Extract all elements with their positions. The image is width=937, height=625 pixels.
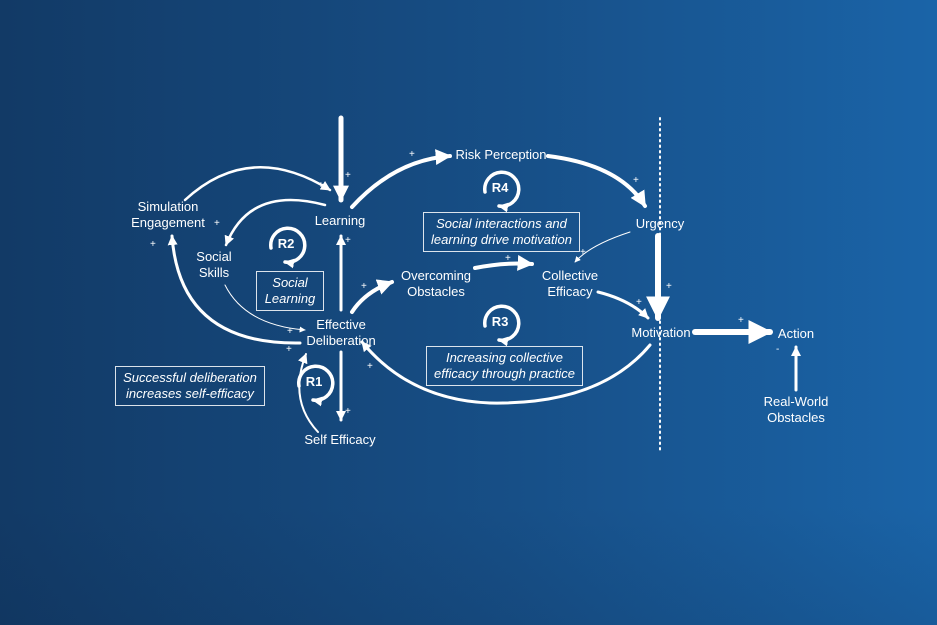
polarity-social-skills: + xyxy=(214,218,220,229)
arrow-social-skills-deliberation xyxy=(224,284,306,333)
loop-r1-icon xyxy=(297,364,335,407)
polarity-learning-risk: + xyxy=(409,149,415,160)
note-collective-practice: Increasing collective efficacy through p… xyxy=(426,346,583,386)
polarity-urgency-collective: + xyxy=(580,247,586,258)
loop-r3-icon xyxy=(483,304,521,347)
node-risk-perception: Risk Perception xyxy=(455,147,547,162)
loop-label-r3: R3 xyxy=(491,314,509,329)
note-social-interactions: Social interactions and learning drive m… xyxy=(423,212,580,252)
polarity-risk-urgency: + xyxy=(633,175,639,186)
node-action: Action xyxy=(777,326,815,341)
polarity-sim-learning: + xyxy=(318,180,324,191)
node-motivation: Motivation xyxy=(631,325,691,340)
node-learning: Learning xyxy=(314,213,366,228)
arrow-collective-motivation xyxy=(596,290,650,320)
node-overcoming-obstacles: Overcoming Obstacles xyxy=(400,268,472,299)
arrow-obstacles-collective xyxy=(473,254,534,271)
loop-r2-icon xyxy=(269,226,307,269)
loop-label-r1: R1 xyxy=(305,374,323,389)
node-effective-deliberation: Effective Deliberation xyxy=(306,317,376,348)
arrow-deliberation-obstacles xyxy=(350,279,394,314)
polarity-obstacles-collective: + xyxy=(505,253,511,264)
polarity-urgency-motivation: + xyxy=(666,281,672,292)
loop-r4-icon xyxy=(483,170,521,213)
arrow-deliberation-simulation xyxy=(167,234,302,345)
arrow-self-efficacy-deliberation xyxy=(298,353,319,433)
node-urgency: Urgency xyxy=(635,216,685,231)
node-self-efficacy: Self Efficacy xyxy=(304,432,376,447)
loop-label-r4: R4 xyxy=(491,180,509,195)
polarity-action-plus: + xyxy=(738,315,744,326)
arrow-learning-risk xyxy=(350,149,452,209)
note-successful-deliberation: Successful deliberation increases self-e… xyxy=(115,366,265,406)
polarity-collective-motivation: + xyxy=(636,297,642,308)
arrow-risk-urgency xyxy=(546,154,647,208)
polarity-simulation: + xyxy=(150,239,156,250)
node-collective-efficacy: Collective Efficacy xyxy=(541,268,599,299)
polarity-self-deliberation: + xyxy=(286,344,292,355)
polarity-self-efficacy: + xyxy=(345,406,351,417)
polarity-action-minus: - xyxy=(776,344,780,355)
arrow-simulation-learning xyxy=(183,166,332,202)
polarity-motivation-deliberation: + xyxy=(367,361,373,372)
arrow-motivation-deliberation xyxy=(360,340,652,405)
polarity-social-deliberation: + xyxy=(287,326,293,337)
note-social-learning: Social Learning xyxy=(256,271,324,311)
node-social-skills: Social Skills xyxy=(196,249,232,280)
polarity-external-learning: + xyxy=(345,170,351,181)
polarity-deliberation-learning: + xyxy=(345,235,351,246)
arrow-learning-social-skills xyxy=(224,198,327,247)
arrow-urgency-collective xyxy=(574,231,631,263)
node-simulation-engagement: Simulation Engagement xyxy=(131,199,205,230)
node-real-world-obstacles: Real-World Obstacles xyxy=(763,394,829,425)
loop-label-r2: R2 xyxy=(277,236,295,251)
polarity-obstacles: + xyxy=(361,281,367,292)
